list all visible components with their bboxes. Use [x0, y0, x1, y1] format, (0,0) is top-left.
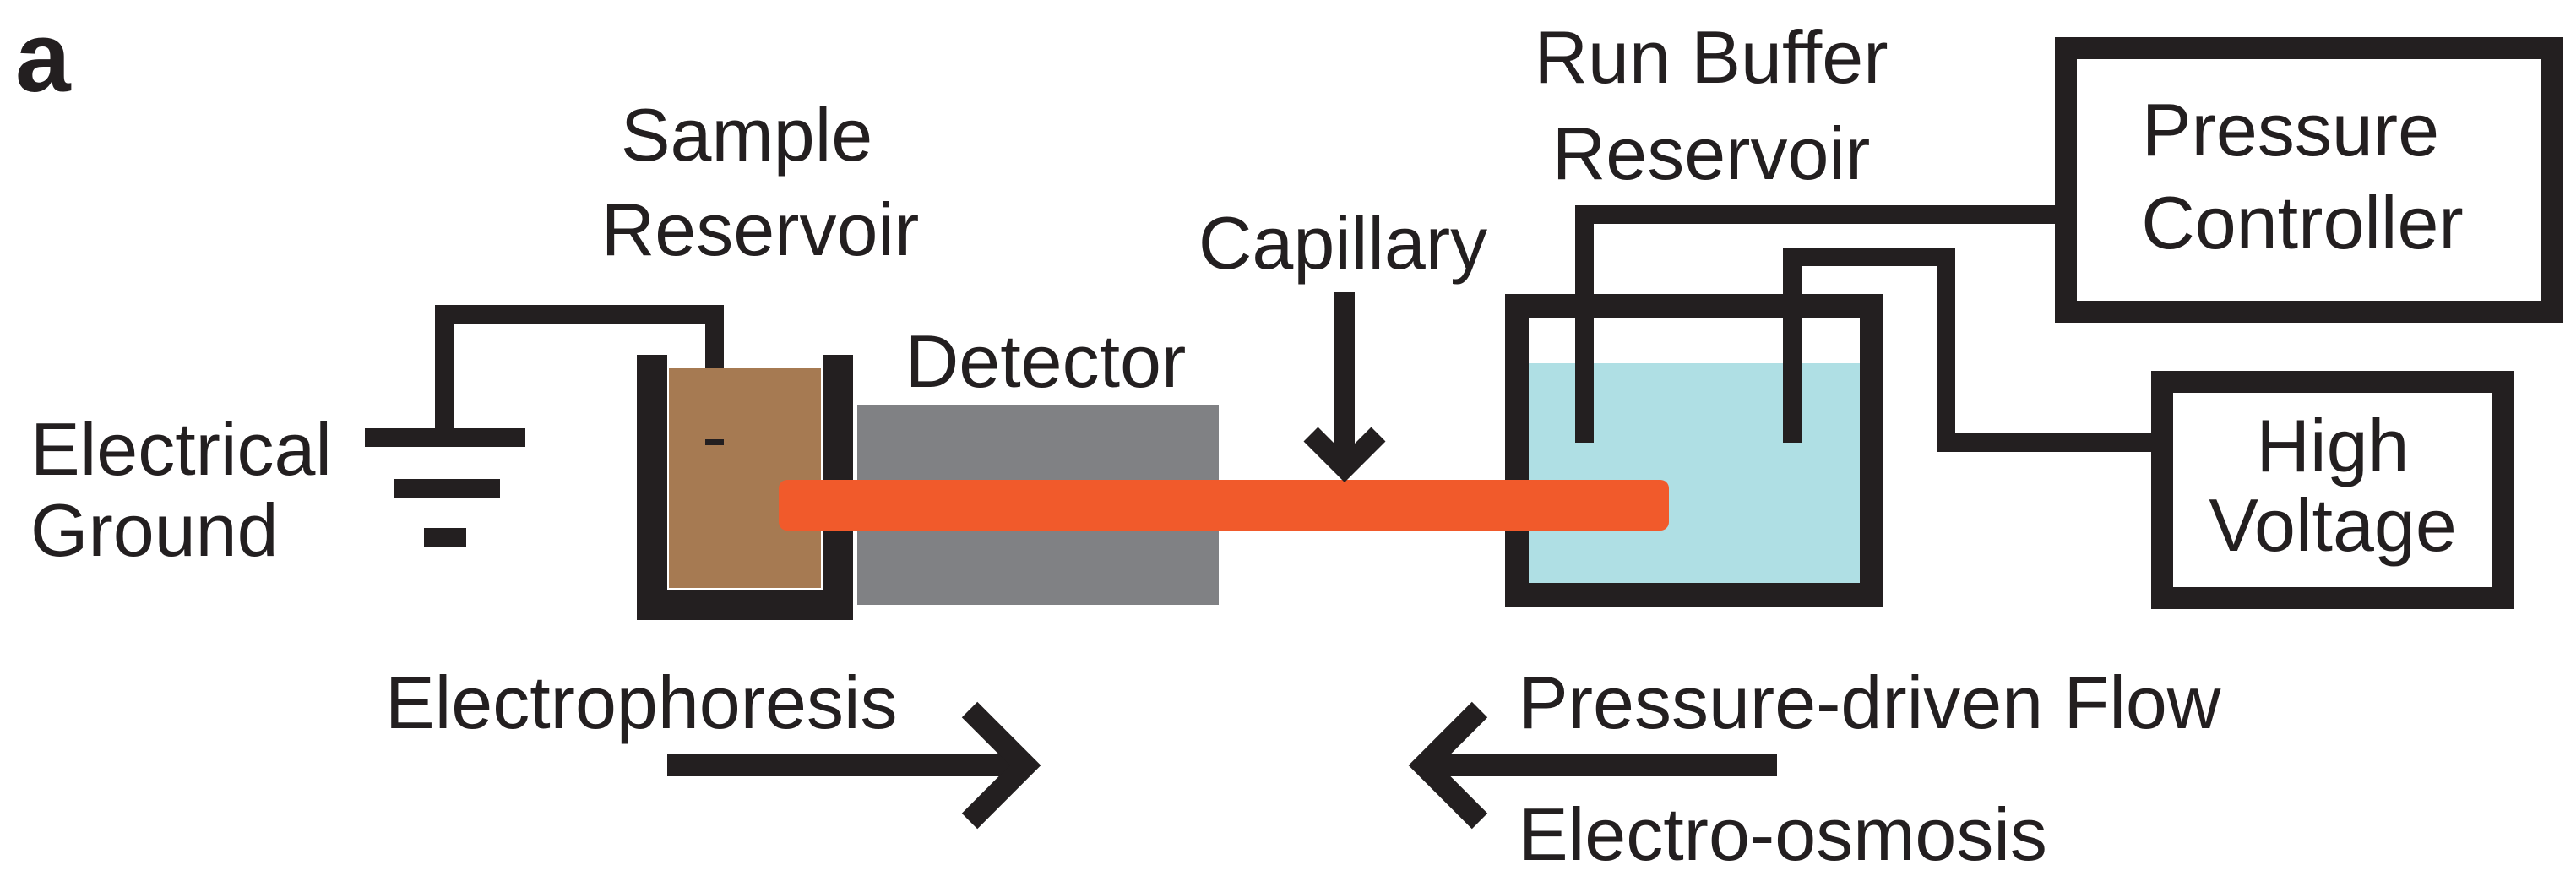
electro-osmosis-label: Electro-osmosis [1519, 792, 2047, 876]
high-voltage-label-line1: High [2257, 404, 2410, 487]
sample-reservoir-label-line2: Reservoir [601, 188, 920, 271]
sample-reservoir-label-line1: Sample [621, 93, 872, 177]
run-buffer-label-line1: Run Buffer [1534, 15, 1888, 99]
detector-label: Detector [905, 319, 1187, 403]
pressure-controller-label-line1: Pressure [2142, 88, 2439, 171]
capillary-pointer-arrow [1303, 292, 1386, 482]
capillary-label: Capillary [1198, 201, 1487, 285]
ground-symbol [365, 428, 525, 547]
electrophoresis-arrow [667, 701, 1041, 830]
pressure-controller-box [2055, 37, 2563, 323]
capillary-tube [779, 480, 1669, 531]
pressure-flow-arrow [1408, 701, 1777, 830]
pressure-line [1575, 205, 2066, 443]
buffer-reservoir-container [1505, 294, 1883, 607]
panel-letter: a [15, 2, 72, 113]
high-voltage-box [2151, 371, 2514, 609]
electrophoresis-label: Electrophoresis [385, 661, 898, 744]
electrical-ground-label-line2: Ground [30, 488, 279, 572]
electrical-ground-label-line1: Electrical [30, 407, 332, 491]
high-voltage-wire [1783, 248, 2162, 452]
sample-fluid [669, 368, 821, 588]
pressure-controller-label-line2: Controller [2141, 181, 2463, 264]
high-voltage-label-line2: Voltage [2209, 483, 2457, 567]
run-buffer-label-line2: Reservoir [1552, 112, 1871, 195]
pressure-driven-flow-label: Pressure-driven Flow [1519, 661, 2221, 744]
